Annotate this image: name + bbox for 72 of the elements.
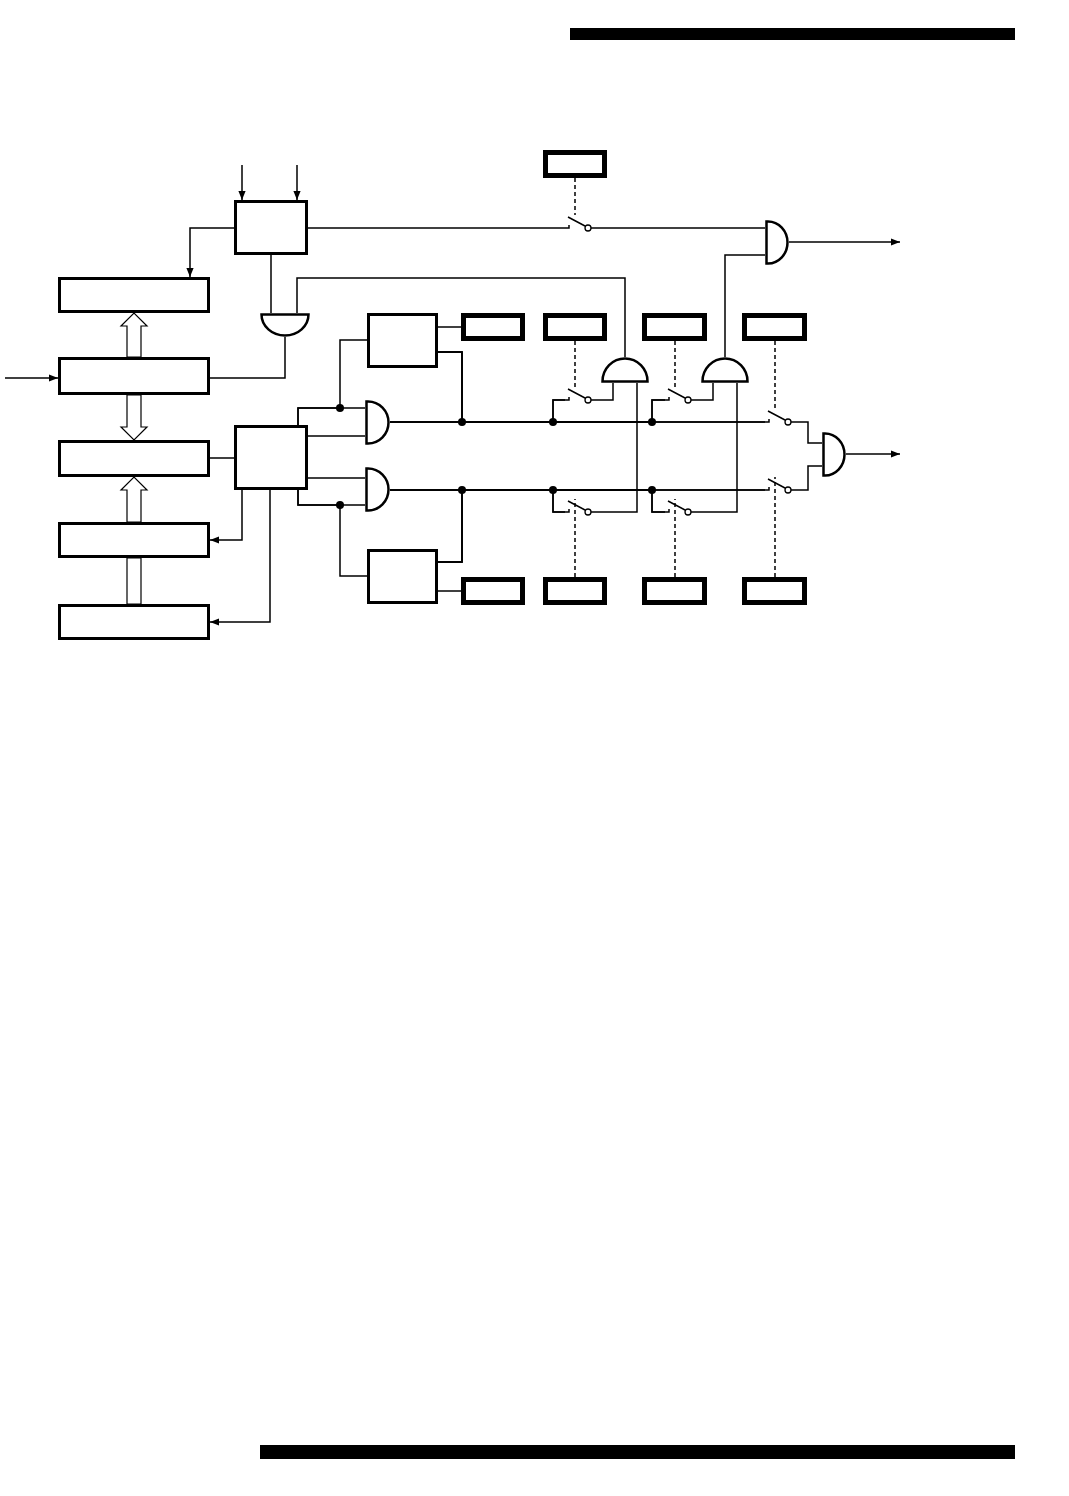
connector-line: [591, 382, 638, 513]
block-box: [58, 440, 210, 477]
connector-line: [591, 382, 614, 401]
connector-line: [307, 435, 366, 437]
register-box: [742, 577, 807, 605]
register-box: [642, 577, 707, 605]
arrow: [788, 238, 901, 246]
switch-symbol: [665, 499, 692, 519]
connector-line: [209, 457, 235, 459]
connector-line: [591, 227, 766, 229]
connector-line: [437, 590, 462, 592]
block-box: [58, 357, 210, 395]
connector-line: [307, 477, 366, 479]
register-box: [543, 577, 607, 605]
arrow: [209, 489, 271, 626]
connector-line: [297, 489, 368, 577]
and-gate-symbol: [601, 357, 649, 383]
switch-symbol: [665, 387, 692, 407]
connector-line: [437, 351, 766, 423]
block-box: [58, 277, 210, 313]
arrow: [4, 374, 59, 382]
connector-line: [691, 382, 714, 401]
and-gate-symbol: [365, 400, 390, 445]
control-line: [674, 498, 676, 578]
connector-line: [296, 277, 626, 358]
and-gate-symbol: [701, 357, 749, 383]
bus-line: [126, 557, 142, 605]
control-line: [574, 498, 576, 578]
and-gate-symbol: [365, 467, 390, 512]
register-box: [461, 577, 525, 605]
connector-line: [209, 336, 286, 379]
and-gate-symbol: [765, 220, 789, 265]
connector-line: [437, 489, 766, 563]
connector-line: [791, 421, 823, 444]
register-box: [543, 313, 607, 341]
control-line: [674, 340, 676, 388]
control-line: [574, 177, 576, 216]
arrow: [186, 227, 235, 278]
connector-line: [297, 339, 368, 426]
control-line: [774, 476, 776, 578]
register-box: [642, 313, 707, 341]
register-box: [461, 313, 525, 341]
switch-symbol: [765, 409, 792, 429]
control-line: [574, 340, 576, 388]
switch-symbol: [565, 387, 592, 407]
bus-arrow: [119, 394, 149, 441]
switch-symbol: [765, 477, 792, 497]
block-box: [58, 522, 210, 558]
connector-line: [437, 326, 462, 328]
register-box: [742, 313, 807, 341]
arrow: [845, 450, 901, 458]
connector-line: [724, 254, 766, 358]
arrow: [238, 164, 246, 201]
register-box: [543, 150, 607, 178]
arrow: [209, 489, 243, 544]
and-gate-symbol: [822, 432, 846, 477]
block-box: [58, 604, 210, 640]
block-box: [367, 313, 438, 368]
connector-line: [270, 254, 272, 314]
block-box: [234, 425, 308, 490]
control-line: [774, 340, 776, 410]
block-box: [367, 549, 438, 604]
and-gate-symbol: [260, 313, 310, 337]
connector-line: [307, 227, 566, 229]
bus-arrow: [119, 476, 149, 523]
switch-symbol: [565, 499, 592, 519]
block-box: [234, 200, 308, 255]
connector-line: [691, 382, 738, 513]
connector-line: [791, 465, 823, 491]
switch-symbol: [565, 215, 592, 235]
arrow: [293, 164, 301, 201]
bus-arrow: [119, 312, 149, 358]
